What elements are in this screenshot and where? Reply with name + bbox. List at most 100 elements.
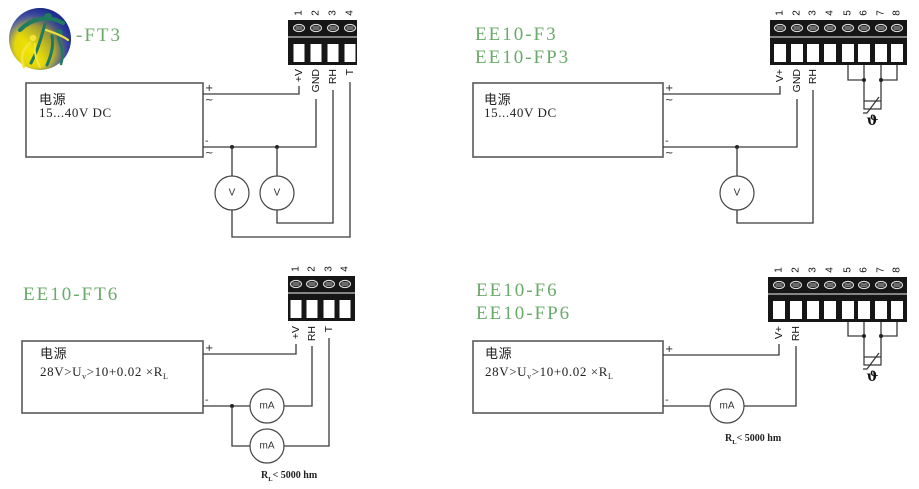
terminal-slot	[875, 44, 887, 62]
logo-icon	[9, 8, 71, 70]
minus-sign: -	[665, 395, 669, 406]
power-supply-label: 电源	[485, 346, 512, 361]
terminal-screw-icon	[858, 280, 870, 290]
diagram-f3: EE10-F3 EE10-FP3 电源 15...40V DC + ~ - ~ …	[472, 10, 907, 224]
minus-sign: -	[205, 136, 209, 147]
ac-sign: ~	[205, 148, 213, 159]
wire-sensor	[881, 322, 898, 337]
terminal-label: +V	[293, 69, 305, 82]
terminal-screw-icon	[842, 23, 854, 33]
ac-sign: ~	[665, 148, 673, 159]
terminal-screw-icon	[344, 23, 356, 33]
terminal-number: 4	[345, 10, 356, 16]
meter-label: V	[734, 188, 741, 199]
power-supply-label: 电源	[484, 92, 511, 107]
meter-label: mA	[260, 441, 275, 452]
terminal-screw-icon	[327, 23, 339, 33]
terminal-number: 1	[775, 10, 786, 16]
wire-gnd	[203, 99, 317, 148]
terminal-screw-icon	[339, 279, 351, 289]
terminal-number: 1	[774, 267, 785, 273]
terminal-screw-icon	[891, 23, 903, 33]
power-supply-spec: 15...40V DC	[484, 105, 557, 120]
load-resistance-note: RL< 5000 hm	[725, 433, 782, 446]
power-supply-label: 电源	[39, 92, 66, 107]
terminal-label: RH	[306, 326, 318, 341]
terminal-slot	[824, 44, 836, 62]
terminal-slot	[791, 44, 803, 62]
terminal-slot	[344, 44, 356, 62]
terminal-number: 7	[876, 267, 887, 273]
temperature-symbol: ϑ	[867, 369, 879, 385]
model-title: EE10-F6	[476, 280, 559, 301]
terminal-slot	[807, 301, 819, 319]
terminal-slot	[807, 44, 819, 62]
terminal-number: 8	[892, 10, 903, 16]
terminal-screw-icon	[824, 280, 836, 290]
terminal-slot	[310, 44, 322, 62]
terminal-slot	[824, 301, 836, 319]
terminal-screw-icon	[891, 280, 903, 290]
terminal-number: 7	[876, 10, 887, 16]
terminal-screw-icon	[875, 23, 887, 33]
terminal-number: 5	[843, 267, 854, 273]
terminal-screw-icon	[290, 279, 302, 289]
terminal-label: RH	[790, 326, 802, 341]
terminal-number: 3	[324, 266, 335, 272]
terminal-slot	[875, 301, 887, 319]
meter-label: mA	[260, 401, 275, 412]
terminal-screw-icon	[824, 23, 836, 33]
terminal-screw-icon	[791, 23, 803, 33]
terminal-slot	[842, 301, 854, 319]
terminal-slot	[290, 300, 302, 318]
wire-meter-2-in	[231, 406, 250, 447]
terminal-screw-icon	[293, 23, 305, 33]
terminal-number: 1	[291, 266, 302, 272]
terminal-number: 4	[825, 10, 836, 16]
diagram-f6: EE10-F6 EE10-FP6 电源 28V>Uv>10+0.02 ×RL +…	[472, 267, 907, 446]
terminal-label: GND	[791, 69, 803, 93]
terminal-slot	[891, 301, 903, 319]
wire-rh-output	[744, 346, 797, 407]
terminal-screw-icon	[807, 23, 819, 33]
minus-sign: -	[665, 136, 669, 147]
junction-dot	[862, 78, 866, 82]
terminal-number: 5	[843, 10, 854, 16]
terminal-number: 8	[892, 267, 903, 273]
terminal-screw-icon	[306, 279, 318, 289]
wire-t-output	[231, 82, 351, 238]
wire-rh-output	[276, 90, 334, 224]
wire-supply-plus	[203, 86, 300, 95]
terminal-slot	[858, 44, 870, 62]
terminal-number: 4	[825, 267, 836, 273]
terminal-label: T	[344, 68, 356, 75]
ac-sign: ~	[205, 95, 213, 106]
terminal-slot	[790, 301, 802, 319]
junction-dot	[879, 334, 883, 338]
model-title: EE10-F3	[475, 24, 558, 45]
terminal-slot	[774, 44, 786, 62]
wire-supply-plus	[663, 344, 780, 356]
terminal-label: GND	[310, 69, 322, 93]
junction-dot	[879, 78, 883, 82]
terminal-screw-icon	[773, 280, 785, 290]
junction-dot	[862, 334, 866, 338]
plus-sign: +	[205, 83, 213, 94]
terminal-slot	[891, 44, 903, 62]
temperature-symbol: ϑ	[867, 113, 879, 129]
wire-supply-plus	[203, 344, 297, 355]
thermistor-slash	[863, 96, 880, 114]
wire-rh-output	[284, 346, 313, 407]
terminal-label: T	[323, 325, 335, 332]
wire-rh-output	[736, 90, 814, 224]
terminal-screw-icon	[310, 23, 322, 33]
model-title: EE10-FP6	[476, 303, 571, 324]
terminal-slot	[858, 301, 870, 319]
wire-sensor	[881, 65, 898, 81]
terminal-label: V+	[774, 69, 786, 82]
